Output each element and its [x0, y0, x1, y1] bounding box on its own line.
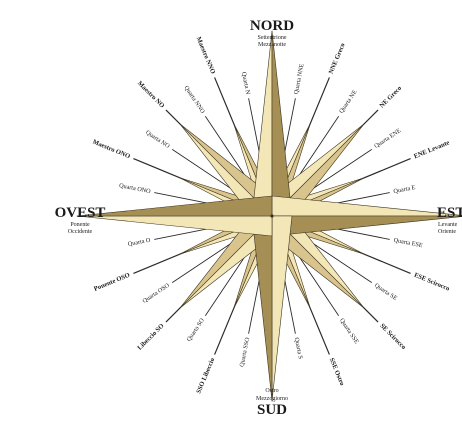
ray-label: Quarta S — [293, 337, 304, 360]
ray-label: Libeccio SO — [136, 322, 165, 351]
east-label: EST — [437, 205, 462, 221]
west-subtitle-1: Ponente — [70, 222, 90, 228]
center-pin — [270, 214, 273, 217]
east-subtitle-2: Oriente — [438, 229, 456, 235]
north-subtitle-2: Mezzanotte — [258, 42, 286, 48]
ray-label: Quarta N — [240, 71, 251, 95]
ray-label: SE Scirocco — [378, 322, 407, 351]
ray-label: Maestro NO — [136, 80, 166, 110]
ray-label: NE Greco — [378, 84, 403, 109]
ray-label: SSO Libeccio — [195, 356, 216, 394]
ray-label: Maestro ONO — [91, 139, 131, 161]
star-point-cardinal — [272, 196, 462, 236]
south-label: SUD — [257, 402, 287, 418]
ray-label: Quarta O — [127, 237, 151, 248]
ray-label: Quarta SO — [186, 317, 207, 343]
ray-label: ENE Levante — [413, 139, 451, 160]
ray-label: Quarta ENE — [373, 127, 402, 150]
star-point-cardinal — [77, 196, 272, 236]
ray-label: NNE Greco — [328, 42, 347, 75]
north-label: NORD — [250, 18, 294, 34]
ray-label: Maestro NNO — [195, 36, 217, 75]
ray-label: Quarta E — [393, 184, 416, 195]
ray-label: Quarta NO — [144, 129, 171, 150]
south-subtitle-1: Ostro — [265, 388, 278, 394]
ray-label: Quarta NE — [338, 89, 359, 115]
ray-label: Quarta ESE — [393, 237, 423, 250]
ray-label: Quarta NNE — [293, 63, 306, 95]
ray-label: Quarta SSO — [238, 336, 251, 367]
star-point-cardinal — [252, 216, 292, 401]
ray-label: Quarta NNO — [183, 84, 207, 115]
ray-label: Quarta ONO — [119, 182, 152, 195]
star-point-cardinal — [252, 31, 292, 216]
west-subtitle-2: Occidente — [68, 229, 93, 235]
ray-label: Quarta SE — [373, 282, 398, 302]
west-label: OVEST — [55, 205, 106, 221]
ray-label: SSE Ostro — [328, 357, 346, 387]
ray-label: Ponente OSO — [93, 272, 131, 293]
ray-label: Quarta SSE — [338, 317, 360, 345]
east-subtitle-1: Levante — [438, 222, 458, 228]
ray-label: ESE Scirocco — [413, 272, 451, 293]
north-subtitle-1: Settentrione — [258, 35, 287, 41]
ray-label: Quarta OSO — [141, 282, 171, 305]
